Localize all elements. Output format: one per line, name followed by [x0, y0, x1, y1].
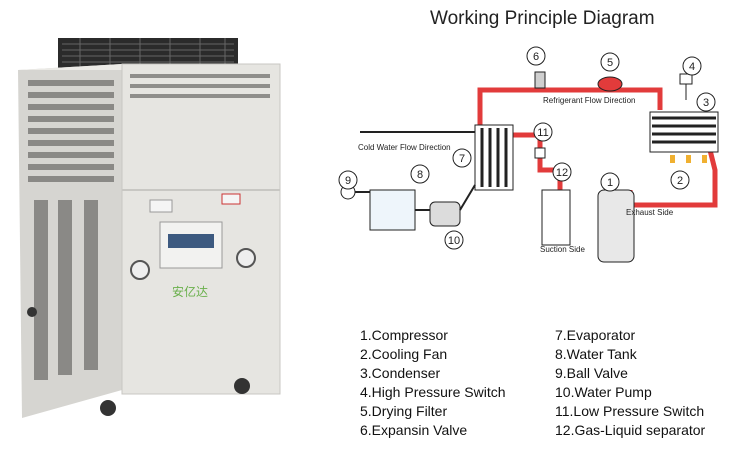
low-pressure-switch — [534, 147, 546, 159]
drying-filter — [597, 76, 623, 92]
high-pressure-switch — [679, 73, 693, 85]
evaporator — [474, 124, 514, 191]
cooling-fan — [670, 155, 707, 163]
chiller-unit-image: 安亿达 — [18, 38, 281, 418]
suction-side-label: Suction Side — [540, 245, 585, 254]
pressure-gauge-left — [130, 260, 150, 280]
caster-wheels — [27, 307, 250, 416]
expansion-valve — [534, 71, 546, 89]
refrigerant-pipe-suction — [510, 132, 563, 190]
callout-5: 5 — [607, 57, 613, 69]
callout-12: 12 — [556, 167, 568, 179]
legend-item: 10.Water Pump — [555, 384, 652, 400]
refrigerant-flow-label: Refrigerant Flow Direction — [543, 96, 635, 105]
legend-item: 5.Drying Filter — [360, 403, 448, 419]
fan-grille — [58, 38, 238, 68]
brand-logo: 安亿达 — [172, 284, 208, 299]
legend-item: 11.Low Pressure Switch — [555, 403, 705, 419]
legend-right: 7.Evaporator 8.Water Tank 9.Ball Valve 1… — [555, 326, 705, 440]
callout-7: 7 — [459, 153, 465, 165]
callout-3: 3 — [703, 97, 709, 109]
callout-8: 8 — [417, 169, 423, 181]
water-lines — [360, 131, 476, 211]
callout-2: 2 — [677, 175, 683, 187]
number-callouts: 1 2 3 4 5 6 7 8 9 10 11 12 — [338, 46, 716, 250]
legend-item: 7.Evaporator — [555, 327, 636, 343]
diagram-title: Working Principle Diagram — [430, 8, 655, 29]
exhaust-side-label: Exhaust Side — [626, 208, 674, 217]
legend-item: 3.Condenser — [360, 365, 441, 381]
legend-item: 4.High Pressure Switch — [360, 384, 506, 400]
side-vents — [28, 80, 114, 380]
callout-11: 11 — [537, 127, 548, 139]
pressure-gauge-right — [236, 248, 256, 268]
callout-10: 10 — [448, 235, 460, 247]
legend-item: 6.Expansin Valve — [360, 422, 468, 438]
front-vents — [130, 74, 270, 98]
legend-item: 9.Ball Valve — [555, 365, 628, 381]
callout-6: 6 — [533, 51, 539, 63]
working-principle-diagram: Refrigerant Flow Direction Cold Water Fl… — [338, 46, 719, 263]
legend-item: 8.Water Tank — [555, 346, 637, 362]
legend-left: 1.Compressor 2.Cooling Fan 3.Condenser 4… — [360, 326, 506, 440]
temperature-display — [168, 234, 214, 248]
condenser — [649, 111, 719, 153]
compressor — [597, 189, 635, 263]
legend-item: 1.Compressor — [360, 327, 448, 343]
callout-4: 4 — [689, 61, 695, 73]
cold-water-flow-label: Cold Water Flow Direction — [358, 143, 451, 152]
callout-1: 1 — [607, 177, 613, 189]
water-tank — [369, 189, 416, 231]
gas-liquid-separator — [541, 189, 571, 246]
legend-item: 12.Gas-Liquid separator — [555, 422, 706, 438]
legend-item: 2.Cooling Fan — [360, 346, 448, 362]
callout-9: 9 — [345, 175, 351, 187]
water-pump — [429, 201, 461, 227]
